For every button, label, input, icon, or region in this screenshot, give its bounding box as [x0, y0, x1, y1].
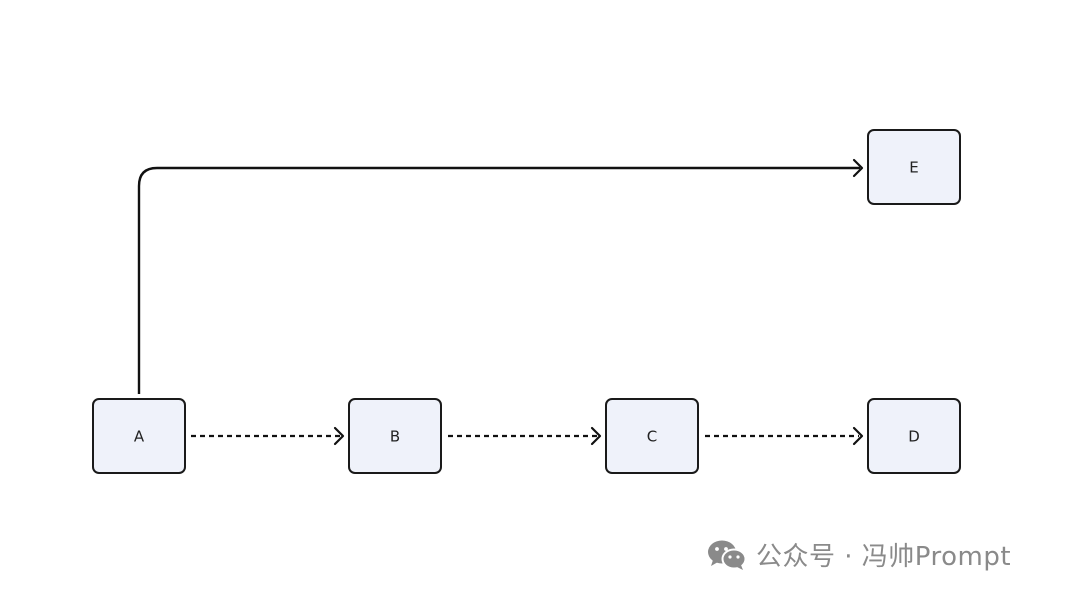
- node-d: D: [867, 398, 961, 474]
- node-b: B: [348, 398, 442, 474]
- node-e: E: [867, 129, 961, 205]
- arrowhead-d: [852, 426, 864, 446]
- edge-c-to-d: [705, 426, 864, 446]
- arrowhead-b: [333, 426, 345, 446]
- node-c: C: [605, 398, 699, 474]
- edge-b-to-c: [448, 426, 602, 446]
- node-a-label: A: [134, 428, 145, 446]
- edge-a-to-b: [191, 426, 345, 446]
- arrowhead-c: [590, 426, 602, 446]
- node-a: A: [92, 398, 186, 474]
- node-c-label: C: [647, 428, 657, 446]
- node-b-label: B: [390, 428, 400, 446]
- watermark-text: 公众号 · 冯帅Prompt: [756, 542, 1012, 572]
- watermark: 公众号 · 冯帅Prompt: [706, 536, 1011, 573]
- node-d-label: D: [908, 428, 920, 446]
- arrowhead-e: [852, 158, 864, 178]
- node-e-label: E: [909, 159, 918, 177]
- wechat-icon: [708, 540, 747, 570]
- edge-a-to-e: [137, 158, 864, 394]
